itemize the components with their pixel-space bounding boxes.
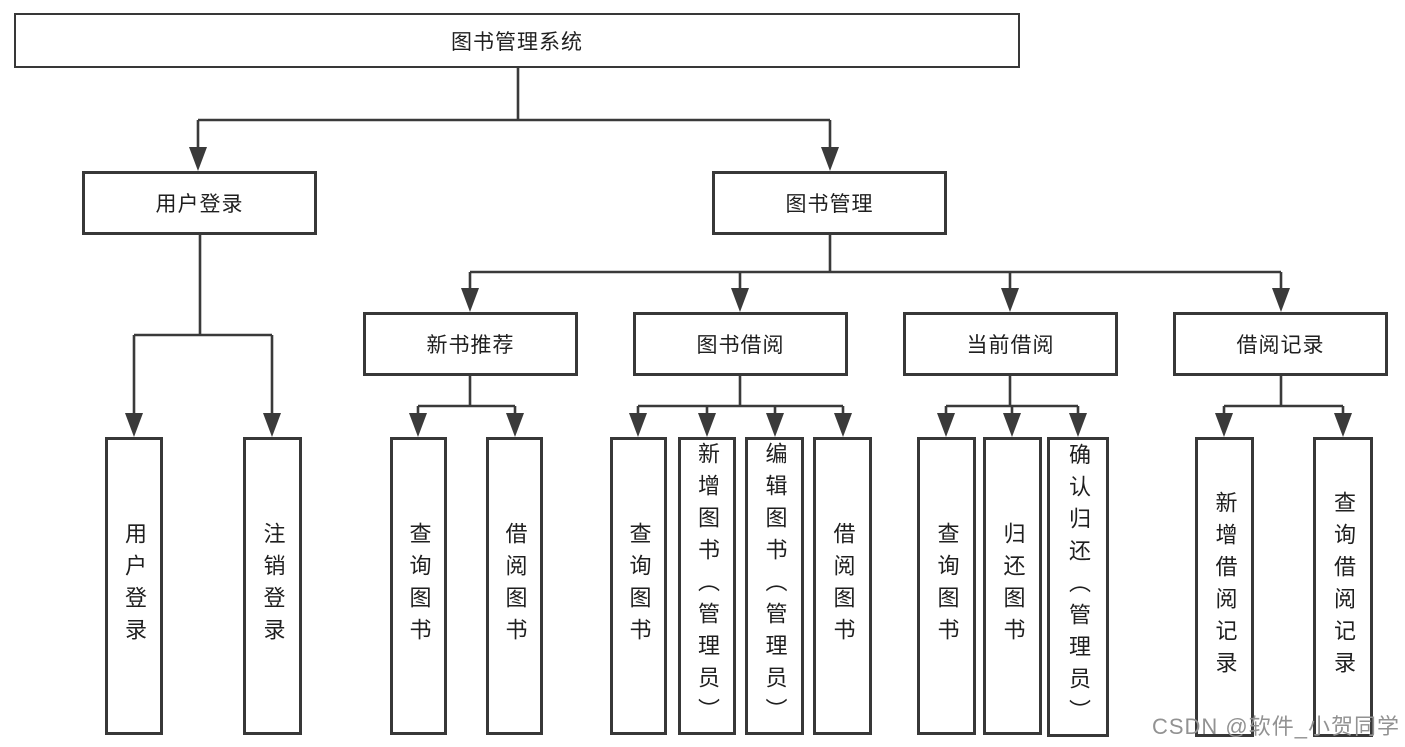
leaf-query-books: 查询图书 — [917, 437, 976, 735]
node-user-login: 用户登录 — [82, 171, 317, 235]
node-label: 借阅记录 — [1236, 334, 1325, 357]
leaf-confirm-return-admin: 确认归还（管理员） — [1047, 437, 1109, 737]
node-borrow-records: 借阅记录 — [1173, 312, 1388, 376]
node-label: 注销登录 — [260, 522, 286, 650]
node-label: 查询借阅记录 — [1331, 491, 1356, 683]
node-book-borrowing: 图书借阅 — [633, 312, 848, 376]
node-label: 归还图书 — [1000, 522, 1026, 650]
node-label: 用户登录 — [155, 193, 244, 216]
node-label: 当前借阅 — [966, 334, 1055, 357]
node-label: 查询图书 — [934, 522, 960, 650]
node-label: 新书推荐 — [426, 334, 515, 357]
leaf-query-borrow-record: 查询借阅记录 — [1313, 437, 1373, 737]
node-label: 图书借阅 — [696, 334, 785, 357]
node-label: 确认归还（管理员） — [1066, 443, 1091, 731]
node-label: 新增图书（管理员） — [695, 442, 720, 730]
node-label: 借阅图书 — [502, 522, 528, 650]
node-label: 图书管理 — [785, 193, 874, 216]
connector-lines — [132, 68, 1345, 417]
leaf-return-book: 归还图书 — [983, 437, 1042, 735]
csdn-watermark: CSDN @软件_小贺同学 — [1151, 714, 1400, 739]
node-label: 用户登录 — [122, 522, 147, 650]
leaf-borrow-books: 借阅图书 — [486, 437, 543, 735]
node-label: 编辑图书（管理员） — [762, 442, 788, 730]
leaf-logout: 注销登录 — [243, 437, 302, 735]
node-label: 借阅图书 — [830, 522, 856, 650]
node-label: 查询图书 — [626, 522, 652, 650]
node-library-management-system: 图书管理系统 — [14, 13, 1020, 68]
node-label: 图书管理系统 — [451, 30, 583, 54]
leaf-borrow-books: 借阅图书 — [813, 437, 872, 735]
node-book-management: 图书管理 — [712, 171, 947, 235]
leaf-query-books: 查询图书 — [610, 437, 667, 735]
leaf-query-books: 查询图书 — [390, 437, 447, 735]
leaf-edit-book-admin: 编辑图书（管理员） — [745, 437, 804, 735]
node-current-borrowing: 当前借阅 — [903, 312, 1118, 376]
leaf-add-borrow-record: 新增借阅记录 — [1195, 437, 1254, 737]
leaf-user-login: 用户登录 — [105, 437, 163, 735]
node-label: 查询图书 — [406, 522, 432, 650]
connector-arrowheads — [125, 147, 1352, 437]
node-new-book-recommend: 新书推荐 — [363, 312, 578, 376]
leaf-add-book-admin: 新增图书（管理员） — [678, 437, 736, 735]
node-label: 新增借阅记录 — [1212, 491, 1238, 683]
